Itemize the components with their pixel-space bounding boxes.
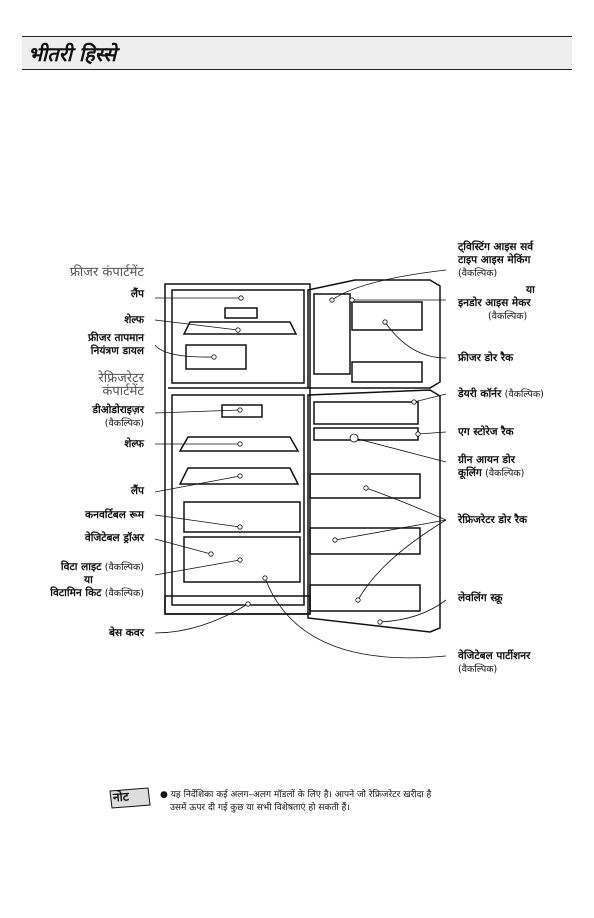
label-vita-light: विटा लाइट (वैकल्पिक) <box>61 561 144 574</box>
label-twisting-2: टाइप आइस मेकिंग <box>458 254 531 266</box>
label-or-left: या <box>84 574 93 586</box>
label-shelf-2: शेल्फ <box>124 438 144 450</box>
note-badge <box>109 787 151 809</box>
freezer-dial <box>185 344 247 370</box>
cooling-optional: (वैकल्पिक) <box>485 468 525 479</box>
label-leveling-screw: लेवलिंग स्क्रू <box>458 592 503 604</box>
label-indoor-ice-optional: (वैकल्पिक) <box>488 311 528 322</box>
fridge-compartment <box>171 394 305 606</box>
note-text: ● यह निर्देशिका कई अलग–अलग मॉडलों के लिए… <box>160 789 560 815</box>
vitamin-kit-optional: (वैकल्पिक) <box>104 588 144 599</box>
note-badge-label: नोट <box>112 789 130 805</box>
dairy-corner <box>313 401 419 425</box>
fridge-door-rack-3 <box>309 584 421 612</box>
label-deodorizer: डीओडोराइज़र <box>92 404 144 416</box>
fridge-heading-2: कंपार्टमेंट <box>102 384 144 399</box>
label-fridge-door-rack: रेफ्रिजरेटर डोर रैक <box>458 514 528 526</box>
label-cooling: कूलिंग (वैकल्पिक) <box>458 467 524 480</box>
label-deodorizer-optional: (वैकल्पिक) <box>104 418 144 429</box>
label-freezer-door-rack: फ्रीजर डोर रैक <box>458 352 514 364</box>
note-line-1: ● यह निर्देशिका कई अलग–अलग मॉडलों के लिए… <box>160 790 432 800</box>
dairy-corner-optional: (वैकल्पिक) <box>504 389 544 400</box>
freezer-door <box>307 279 441 389</box>
label-green-ion: ग्रीन आयन डोर <box>458 454 516 466</box>
label-veg-partitioner-optional: (वैकल्पिक) <box>458 664 498 675</box>
ice-maker <box>313 293 351 375</box>
label-convertible-room: कनवर्टिबल रूम <box>85 509 144 521</box>
label-egg-rack: एग स्टोरेज रैक <box>458 426 514 438</box>
freezer-shelf <box>182 321 298 335</box>
fridge-heading-1: रेफ्रिजरेटर <box>98 371 144 386</box>
dairy-corner-text: डेयरी कॉर्नर <box>458 388 502 400</box>
label-twisting-optional: (वैकल्पिक) <box>458 268 498 279</box>
label-freezer-dial-2: नियंत्रण डायल <box>90 345 144 357</box>
label-freezer-dial-1: फ्रीजर तापमान <box>87 332 144 344</box>
note-line-2: उसमें ऊपर दी गई कुछ या सभी विशेषताएं हो … <box>170 803 350 813</box>
vegetable-drawer <box>183 536 301 583</box>
vita-light-optional: (वैकल्पिक) <box>104 562 144 573</box>
freezer-heading: फ्रीजर कंपार्टमेंट <box>69 265 144 280</box>
vitamin-kit-text: विटामिन किट <box>50 587 102 599</box>
label-vegetable-drawer: वेजिटेबल ड्रॉअर <box>84 532 144 544</box>
label-lamp-2: लैंप <box>130 485 144 497</box>
label-twisting-1: ट्विस्टिंग आइस सर्व <box>458 241 534 253</box>
label-or-right: या <box>526 284 535 296</box>
label-lamp-1: लैंप <box>130 288 144 300</box>
freezer-lamp <box>224 307 258 319</box>
freezer-door-rack-top <box>351 301 423 331</box>
egg-rack <box>313 427 419 441</box>
cooling-text: कूलिंग <box>458 467 482 479</box>
fridge-shelf-2 <box>178 467 300 485</box>
fridge-door-rack-1 <box>309 473 421 499</box>
freezer-door-rack-bottom <box>351 361 423 383</box>
freezer-compartment <box>171 289 305 384</box>
vita-light-text: विटा लाइट <box>60 561 102 573</box>
label-indoor-ice: इनडोर आइस मेकर <box>458 297 531 309</box>
fridge-shelf-1 <box>178 436 300 452</box>
section-header: भीतरी हिस्से <box>22 36 572 70</box>
fridge-door <box>307 389 441 633</box>
label-vitamin-kit: विटामिन किट (वैकल्पिक) <box>50 587 144 600</box>
label-shelf-1: शेल्फ <box>124 314 144 326</box>
convertible-room <box>183 501 301 533</box>
fridge-door-rack-2 <box>309 527 421 555</box>
label-base-cover: बेस कवर <box>109 627 144 639</box>
label-veg-partitioner: वेजिटेबल पार्टीशनर <box>458 650 531 662</box>
section-title: भीतरी हिस्से <box>28 42 117 66</box>
label-dairy-corner: डेयरी कॉर्नर (वैकल्पिक) <box>458 388 544 401</box>
